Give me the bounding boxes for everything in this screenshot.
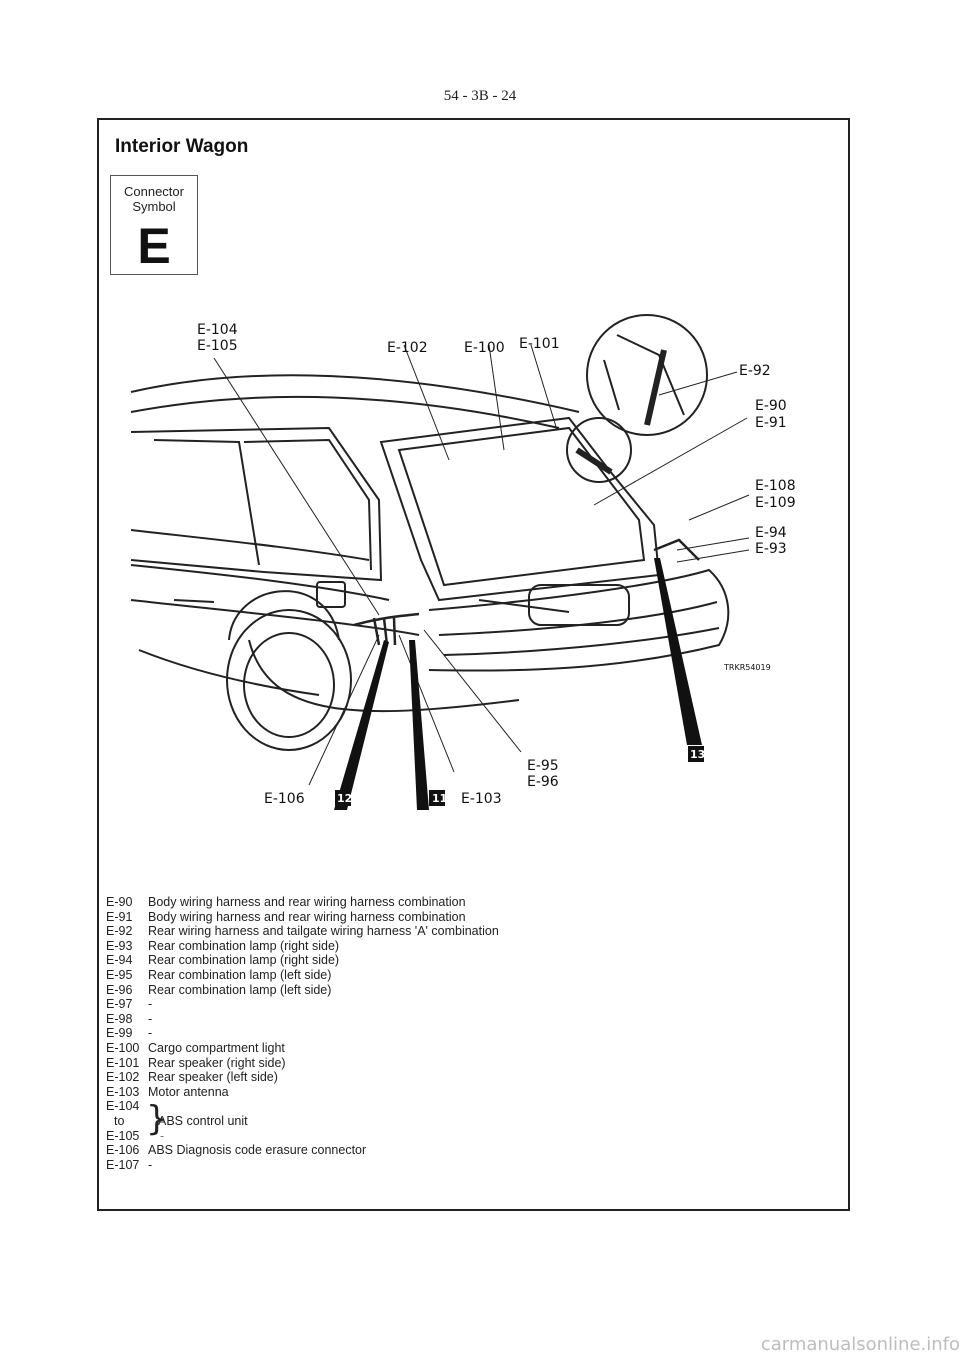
legend-code: E-98 (106, 1011, 133, 1026)
callout-e102: E-102 (387, 340, 428, 356)
legend-code: E-91 (106, 909, 133, 924)
callout-e109: E-109 (755, 495, 796, 511)
legend-code: E-107 (106, 1157, 140, 1172)
badge-11: 11 (429, 790, 447, 806)
legend-description: Body wiring harness and rear wiring harn… (148, 895, 466, 909)
legend-description: - (148, 1157, 153, 1172)
legend-description: ABS Diagnosis code erasure connector (148, 1143, 367, 1158)
range-to: E-105 (106, 1128, 140, 1143)
legend-description: Rear combination lamp (left side) (148, 982, 332, 997)
legend-row: E-107- (106, 1158, 499, 1173)
svg-text:12: 12 (337, 792, 352, 805)
legend-code: E-97 (106, 997, 133, 1012)
legend-row: E-106 ABS Diagnosis code erasure connecto… (106, 1143, 499, 1158)
callout-e104: E-104 (197, 322, 238, 338)
legend-row: E-98- (106, 1012, 499, 1027)
legend-description: Rear wiring harness and tailgate wiring … (148, 924, 499, 939)
callout-e108: E-108 (755, 478, 796, 494)
connector-letter: E (137, 218, 171, 274)
legend-code: E-96 (106, 982, 133, 997)
legend-range-group: E-104 to E-105 } ABS control unit - (106, 1099, 499, 1143)
legend-description: Rear speaker (left side) (148, 1070, 278, 1085)
connector-symbol-box: Connector Symbol E (110, 175, 198, 275)
svg-text:13: 13 (690, 748, 705, 761)
car-outline (130, 374, 730, 751)
section-title: Interior Wagon (115, 136, 249, 157)
legend-code: E-100 (106, 1040, 140, 1055)
legend-code: E-103 (106, 1084, 140, 1099)
callout-e92: E-92 (739, 363, 771, 379)
legend-description: - (148, 997, 153, 1012)
legend-description: Body wiring harness and rear wiring harn… (148, 909, 466, 924)
legend-description: Rear combination lamp (right side) (148, 938, 340, 953)
callout-e95: E-95 (527, 758, 559, 774)
connector-symbol-label: Connector Symbol (111, 184, 197, 214)
legend-description: Rear combination lamp (left side) (148, 967, 332, 982)
badge-12: 12 (335, 790, 352, 806)
callout-e103: E-103 (461, 791, 502, 807)
callout-e91: E-91 (755, 415, 787, 431)
legend-row: E-103 Motor antenna (106, 1085, 499, 1100)
legend-code: E-95 (106, 967, 133, 982)
legend-code: E-93 (106, 938, 133, 953)
legend-row: E-95 Rear combination lamp (left side) (106, 968, 499, 983)
legend-row: E-91 Body wiring harness and rear wiring … (106, 910, 499, 925)
leader-lines (213, 344, 750, 786)
legend-code: E-92 (106, 924, 133, 939)
legend-row: E-96 Rear combination lamp (left side) (106, 983, 499, 998)
inset-detail (566, 314, 708, 483)
callout-e100: E-100 (464, 340, 505, 356)
legend-row: E-97- (106, 997, 499, 1012)
legend-row: E-92 Rear wiring harness and tailgate wir… (106, 924, 499, 939)
legend-description: - (148, 1011, 153, 1026)
legend-row: E-102 Rear speaker (left side) (106, 1070, 499, 1085)
wagon-interior-diagram: E-104 E-105 E-102 E-100 E-101 E-92 E-90 … (130, 314, 796, 810)
range-to-word: to (114, 1113, 125, 1128)
range-from: E-104 (106, 1099, 140, 1114)
legend-description: Cargo compartment light (148, 1040, 285, 1055)
legend-code: E-90 (106, 895, 133, 909)
range-desc: ABS control unit (158, 1113, 248, 1128)
badge-13: 13 (688, 746, 705, 762)
legend-code: E-94 (106, 953, 133, 968)
pointer-wedges (334, 558, 702, 810)
legend-description: - (148, 1026, 153, 1041)
legend-row: E-94 Rear combination lamp (right side) (106, 953, 499, 968)
connector-label-line2: Symbol (132, 199, 176, 214)
callout-e106: E-106 (264, 791, 305, 807)
legend-row: E-100 Cargo compartment light (106, 1041, 499, 1056)
watermark: carmanualsonline.info (760, 1334, 960, 1355)
legend-code: E-102 (106, 1070, 140, 1085)
callout-e96: E-96 (527, 774, 559, 790)
legend-code: E-106 (106, 1143, 140, 1158)
legend-description: Rear combination lamp (right side) (148, 953, 340, 968)
legend-row: E-90 Body wiring harness and rear wiring … (106, 895, 499, 910)
legend-code: E-101 (106, 1055, 140, 1070)
legend-row: E-101 Rear speaker (right side) (106, 1056, 499, 1071)
range-dash: - (160, 1128, 165, 1143)
svg-text:11: 11 (432, 792, 447, 805)
legend-description: Rear speaker (right side) (148, 1055, 286, 1070)
content-frame: Interior Wagon Connector Symbol E (97, 118, 850, 1211)
callout-e105: E-105 (197, 338, 238, 354)
legend-description: Motor antenna (148, 1084, 229, 1099)
legend-row: E-93 Rear combination lamp (right side) (106, 939, 499, 954)
callout-e101: E-101 (519, 336, 560, 352)
legend-row: E-99- (106, 1026, 499, 1041)
figure-code: TRKR54019 (723, 663, 771, 672)
wiring-harness (353, 538, 700, 646)
range-brace: } (146, 1099, 168, 1140)
connector-label-line1: Connector (124, 184, 184, 199)
callout-e93: E-93 (755, 541, 787, 557)
callout-e90: E-90 (755, 398, 787, 414)
callout-e94: E-94 (755, 525, 787, 541)
legend-code: E-99 (106, 1026, 133, 1041)
page-number: 54 - 3B - 24 (443, 88, 517, 104)
